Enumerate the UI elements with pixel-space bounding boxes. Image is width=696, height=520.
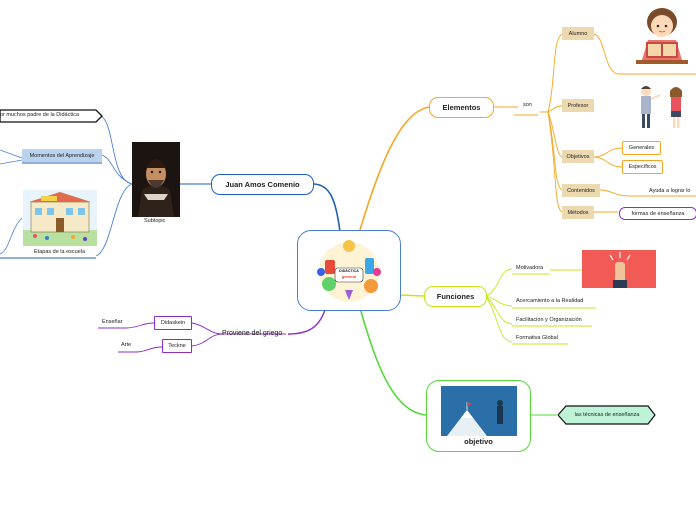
teachers-image (641, 86, 682, 128)
contenidos-note: Ayuda a lograr lo (649, 188, 691, 194)
etapas-escuela-label[interactable]: Etapas de la escuela (34, 249, 86, 255)
objetivo-node[interactable]: objetivo (426, 380, 531, 452)
central-topic[interactable]: DIDÁCTICA general (297, 230, 401, 311)
son-label: son (523, 102, 532, 108)
central-subtitle: general (341, 274, 357, 279)
mountain-goal-image (441, 386, 517, 436)
formativa-label[interactable]: Formativa Global (516, 335, 558, 341)
profesor-tag[interactable]: Profesor (562, 99, 594, 112)
arte-label[interactable]: Arte (121, 342, 132, 348)
teckne-node[interactable]: Teckne (162, 339, 192, 353)
momentos-aprendizaje-tag[interactable]: Momentos del Aprendizaje (22, 149, 102, 162)
arrow-banner (0, 109, 103, 123)
griego-label[interactable]: Proviene del griego (222, 330, 283, 337)
motivadora-label[interactable]: Motivadora (516, 265, 544, 271)
tecnicas-shape (558, 405, 656, 425)
facilitacion-label[interactable]: Facilitación y Organización (516, 317, 582, 323)
objetivos-tag[interactable]: Objetivos (562, 150, 594, 163)
comenio-portrait-image (132, 142, 180, 217)
metodos-note[interactable]: formas de enseñanza (619, 207, 696, 220)
motivation-image (582, 250, 656, 288)
funciones-node[interactable]: Funciones (424, 286, 487, 307)
tecnicas-label[interactable]: las técnicas de enseñanza (574, 412, 640, 418)
objetivo-label: objetivo (464, 437, 493, 446)
portrait-caption: Subtopic (144, 218, 166, 224)
alumno-tag[interactable]: Alumno (562, 27, 594, 40)
school-image (23, 190, 97, 246)
central-title: DIDÁCTICA (339, 269, 359, 273)
comenio-node[interactable]: Juan Amos Comenio (211, 174, 314, 195)
central-illustration (317, 240, 381, 302)
didaskein-node[interactable]: Didaskein (154, 316, 192, 330)
metodos-tag[interactable]: Métodos (562, 206, 594, 219)
generales-node[interactable]: Generales (622, 141, 661, 155)
padre-didactica-label[interactable]: or muchos padre de la Didáctica (0, 112, 79, 118)
acercamiento-label[interactable]: Acercamiento a la Realidad (516, 298, 584, 304)
ensenar-label[interactable]: Enseñar (102, 319, 123, 325)
especificos-node[interactable]: Específicos (622, 160, 663, 174)
student-reading-image (636, 8, 688, 64)
contenidos-tag[interactable]: Contenidos (562, 184, 600, 197)
elementos-node[interactable]: Elementos (429, 97, 494, 118)
